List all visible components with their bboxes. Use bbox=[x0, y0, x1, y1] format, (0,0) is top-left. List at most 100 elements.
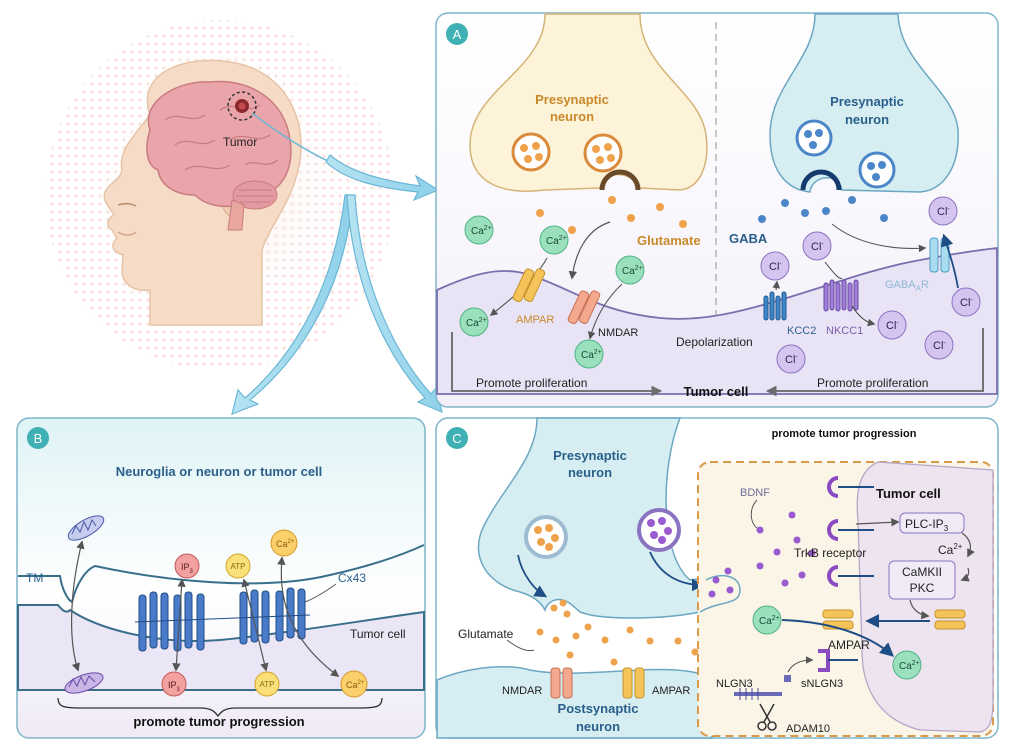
snlgn3-fragment bbox=[784, 675, 791, 682]
svg-text:Glutamate: Glutamate bbox=[637, 233, 701, 248]
svg-text:neuron: neuron bbox=[550, 109, 594, 124]
svg-text:Promote proliferation: Promote proliferation bbox=[476, 376, 587, 390]
ampar-receptor bbox=[512, 268, 546, 303]
nlgn3-receptor bbox=[818, 649, 858, 672]
svg-text:ADAM10: ADAM10 bbox=[786, 723, 830, 735]
svg-text:Tumor cell: Tumor cell bbox=[684, 384, 749, 399]
svg-text:NMDAR: NMDAR bbox=[502, 685, 542, 697]
svg-text:Ca2+: Ca2+ bbox=[276, 539, 295, 549]
panel-c-badge bbox=[446, 427, 468, 449]
nmdar-receptor bbox=[550, 667, 573, 699]
cl-ion: Cl- bbox=[951, 287, 981, 317]
glutamate-vesicle bbox=[583, 133, 623, 173]
arrow-to-panel-a bbox=[325, 154, 440, 202]
ca-ion: Ca2+ bbox=[892, 650, 922, 680]
svg-text:Ca2+: Ca2+ bbox=[346, 680, 365, 690]
svg-text:Ca2+: Ca2+ bbox=[581, 349, 602, 361]
svg-text:Ca2+: Ca2+ bbox=[622, 265, 643, 277]
trkb-receptor bbox=[827, 476, 874, 498]
svg-text:Ca2+: Ca2+ bbox=[759, 615, 780, 627]
svg-text:ATP: ATP bbox=[260, 680, 275, 689]
svg-text:BDNF: BDNF bbox=[740, 487, 770, 499]
nmdar-receptor bbox=[567, 290, 601, 325]
kcc2-transporter bbox=[763, 291, 787, 321]
svg-text:Ca2+: Ca2+ bbox=[899, 660, 920, 672]
svg-text:GABAAR: GABAAR bbox=[885, 279, 929, 293]
svg-text:AMPAR: AMPAR bbox=[516, 314, 554, 326]
atp-molecule: ATP bbox=[254, 671, 280, 697]
svg-text:B: B bbox=[34, 431, 43, 446]
svg-text:Presynaptic: Presynaptic bbox=[830, 94, 904, 109]
svg-text:Cl-: Cl- bbox=[886, 320, 899, 332]
svg-text:neuron: neuron bbox=[576, 719, 620, 734]
svg-text:PKC: PKC bbox=[910, 581, 935, 595]
cl-ion: Cl- bbox=[776, 344, 806, 374]
summary-brace bbox=[57, 697, 383, 718]
svg-text:Ca2+: Ca2+ bbox=[471, 225, 492, 237]
ip3-molecule: IP3 bbox=[161, 671, 187, 697]
ca-ion: Ca2+ bbox=[752, 605, 782, 635]
panel-c: C promote tumor progression Postsynaptic… bbox=[435, 417, 999, 739]
glutamate-vesicle bbox=[524, 515, 568, 559]
panel-b-badge bbox=[27, 427, 49, 449]
cl-ion: Cl- bbox=[924, 330, 954, 360]
nlgn3-membrane-protein bbox=[734, 688, 782, 700]
svg-text:Cl-: Cl- bbox=[937, 206, 950, 218]
svg-text:IP3: IP3 bbox=[168, 680, 181, 693]
glutamate-molecules bbox=[536, 196, 687, 251]
ca-ion: Ca2+ bbox=[615, 255, 645, 285]
tumor-label: Tumor bbox=[223, 135, 257, 149]
svg-text:TM: TM bbox=[26, 571, 43, 585]
svg-text:ATP: ATP bbox=[231, 562, 246, 571]
svg-text:A: A bbox=[453, 27, 462, 42]
tumor-marker bbox=[227, 91, 257, 121]
mitochondrion-icon bbox=[64, 672, 104, 694]
svg-text:NKCC1: NKCC1 bbox=[826, 325, 863, 337]
trkb-receptor bbox=[827, 565, 874, 587]
panel-a-badge bbox=[446, 23, 468, 45]
svg-text:Depolarization: Depolarization bbox=[676, 335, 753, 349]
plc-ip3-box bbox=[899, 512, 965, 534]
gaba-vesicle bbox=[858, 151, 896, 189]
svg-text:CaMKII: CaMKII bbox=[902, 565, 942, 579]
ca-ion: Ca2+ bbox=[539, 225, 569, 255]
gaba-vesicle bbox=[795, 119, 833, 157]
svg-text:AMPAR: AMPAR bbox=[828, 638, 870, 652]
svg-text:Presynaptic: Presynaptic bbox=[553, 448, 627, 463]
svg-text:NLGN3: NLGN3 bbox=[716, 678, 753, 690]
bdnf-vesicle bbox=[637, 508, 681, 552]
svg-text:promote tumor progression: promote tumor progression bbox=[133, 714, 304, 729]
svg-text:Presynaptic: Presynaptic bbox=[535, 92, 609, 107]
svg-text:C: C bbox=[452, 431, 461, 446]
camkii-pkc-box bbox=[888, 560, 956, 600]
ca-ion: Ca2+ bbox=[574, 339, 604, 369]
svg-text:sNLGN3: sNLGN3 bbox=[801, 678, 843, 690]
cl-ion: Cl- bbox=[877, 310, 907, 340]
cl-ion: Cl- bbox=[928, 196, 958, 226]
svg-text:PLC-IP3: PLC-IP3 bbox=[905, 517, 949, 533]
ca-ion: Ca2+ bbox=[459, 307, 489, 337]
scissors-icon bbox=[757, 703, 777, 731]
svg-text:KCC2: KCC2 bbox=[787, 325, 816, 337]
bdnf-molecules bbox=[708, 511, 816, 598]
svg-text:Promote proliferation: Promote proliferation bbox=[817, 376, 928, 390]
gaba-molecules bbox=[758, 196, 888, 223]
arrow-to-panel-b bbox=[231, 194, 354, 415]
nkcc1-transporter bbox=[823, 279, 859, 312]
svg-text:Cl-: Cl- bbox=[960, 297, 973, 309]
svg-text:Cx43: Cx43 bbox=[338, 571, 366, 585]
svg-text:IP3: IP3 bbox=[181, 562, 194, 575]
arrow-to-panel-c bbox=[346, 194, 443, 414]
svg-text:Postsynaptic: Postsynaptic bbox=[558, 701, 639, 716]
svg-text:NMDAR: NMDAR bbox=[598, 327, 638, 339]
ip3-molecule: IP3 bbox=[174, 553, 200, 579]
presynaptic-neuron-c bbox=[477, 417, 741, 619]
svg-text:Cl-: Cl- bbox=[769, 261, 782, 273]
svg-text:Tumor cell: Tumor cell bbox=[876, 486, 941, 501]
svg-text:Cl-: Cl- bbox=[785, 354, 798, 366]
svg-text:Ca2+: Ca2+ bbox=[546, 235, 567, 247]
atp-molecule: ATP bbox=[225, 553, 251, 579]
mitochondrion-icon bbox=[67, 515, 105, 541]
svg-text:Cl-: Cl- bbox=[933, 340, 946, 352]
